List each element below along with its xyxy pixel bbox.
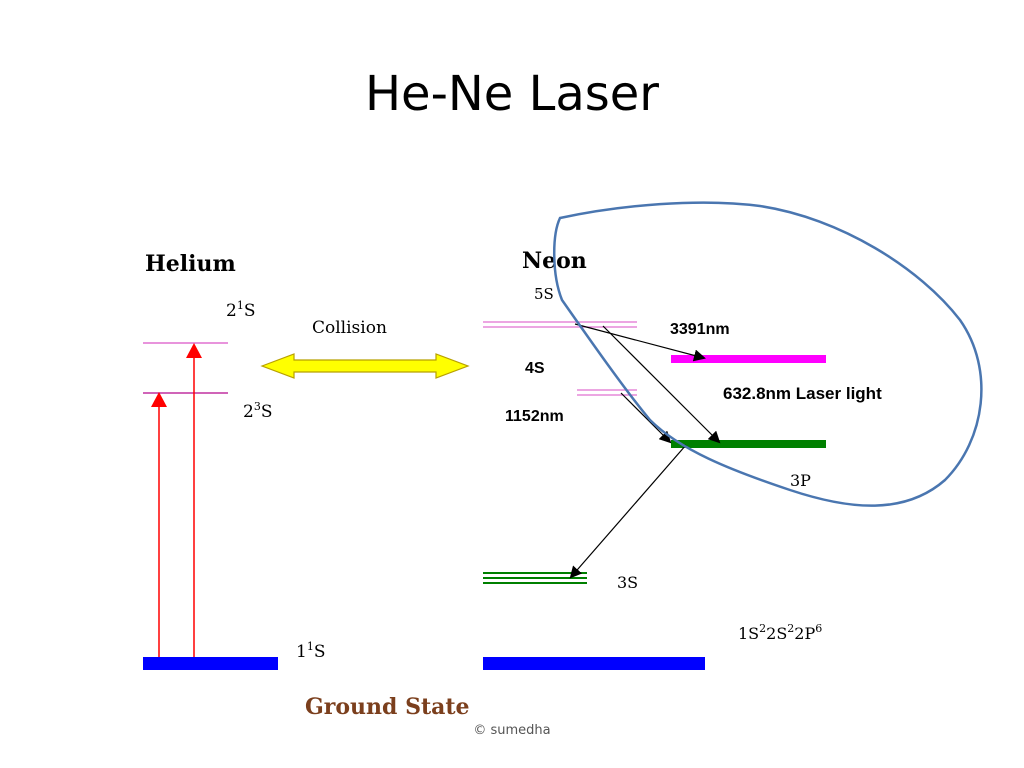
neon-ground-level bbox=[483, 657, 705, 670]
pump-arrow-long-head bbox=[186, 343, 202, 358]
helium-2-3s-label: 23S bbox=[243, 400, 272, 422]
neon-4s-label: 4S bbox=[525, 360, 545, 377]
neon-5s-label: 5S bbox=[534, 285, 554, 303]
helium-ground-level bbox=[143, 657, 278, 670]
transition-3391-arrow bbox=[574, 323, 706, 362]
slide-title: He-Ne Laser bbox=[364, 66, 660, 122]
highlight-circle bbox=[553, 201, 983, 507]
helium-2-1s-label: 21S bbox=[226, 299, 255, 321]
transition-632-arrow bbox=[602, 325, 721, 444]
neon-ground-config: 1S22S22P6 bbox=[738, 622, 822, 643]
pump-arrow-short-head bbox=[151, 392, 167, 407]
neon-laser-upper-level bbox=[671, 355, 826, 363]
neon-3p-level bbox=[671, 440, 826, 448]
label-3391nm: 3391nm bbox=[670, 321, 730, 338]
transition-1152-arrow bbox=[620, 392, 672, 444]
label-632nm: 632.8nm Laser light bbox=[723, 384, 882, 403]
helium-heading: Helium bbox=[145, 251, 236, 277]
collision-label: Collision bbox=[312, 318, 387, 338]
helium-1-1s-label: 11S bbox=[296, 640, 325, 662]
ground-state-label: Ground State bbox=[305, 694, 470, 720]
transition-3p-to-3s-arrow bbox=[569, 444, 687, 579]
neon-3p-label: 3P bbox=[790, 471, 811, 490]
collision-arrow bbox=[260, 353, 470, 379]
copyright-credit: © sumedha bbox=[473, 723, 551, 738]
neon-3s-label: 3S bbox=[617, 573, 638, 592]
label-1152nm: 1152nm bbox=[505, 408, 564, 425]
